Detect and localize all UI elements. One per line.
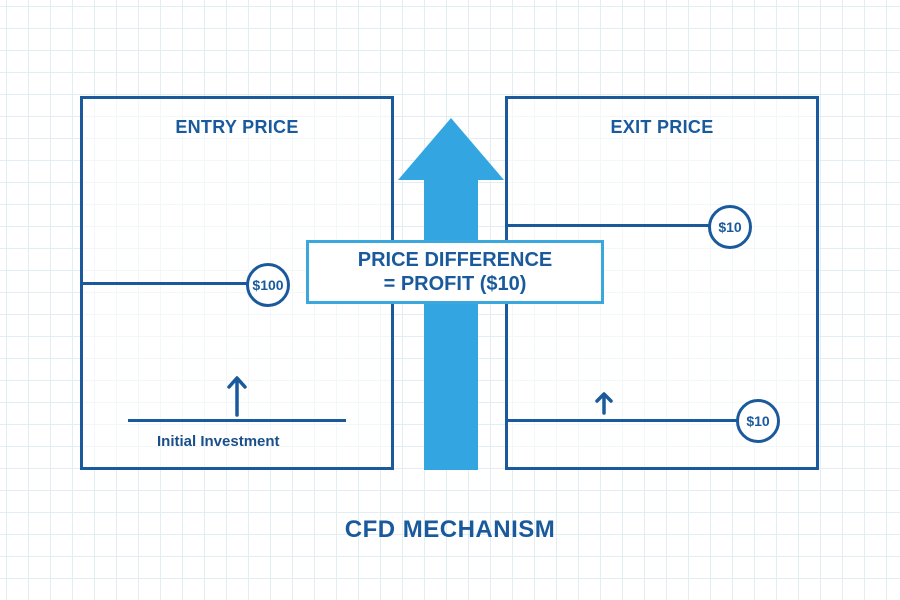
initial-investment-label: Initial Investment	[157, 433, 280, 450]
diagram-title: CFD MECHANISM	[344, 516, 556, 543]
entry-price-title: ENTRY PRICE	[175, 117, 299, 137]
initial-investment-line	[128, 419, 346, 422]
exit-price-panel: EXIT PRICE $10 $10	[505, 96, 819, 470]
exit-price-bottom-coin: $10	[736, 399, 780, 443]
price-difference-box: PRICE DIFFERENCE = PROFIT ($10)	[306, 240, 604, 304]
price-difference-line1: PRICE DIFFERENCE	[357, 249, 553, 271]
entry-price-coin: $100	[246, 263, 290, 307]
exit-price-bottom-line	[508, 419, 740, 422]
exit-price-top-line	[508, 224, 714, 227]
up-arrow-icon	[227, 376, 247, 417]
entry-price-line	[83, 282, 253, 285]
small-up-arrow-icon	[595, 392, 613, 415]
price-difference-line2: = PROFIT ($10)	[383, 273, 527, 295]
exit-price-title: EXIT PRICE	[610, 117, 714, 137]
exit-price-top-coin: $10	[708, 205, 752, 249]
